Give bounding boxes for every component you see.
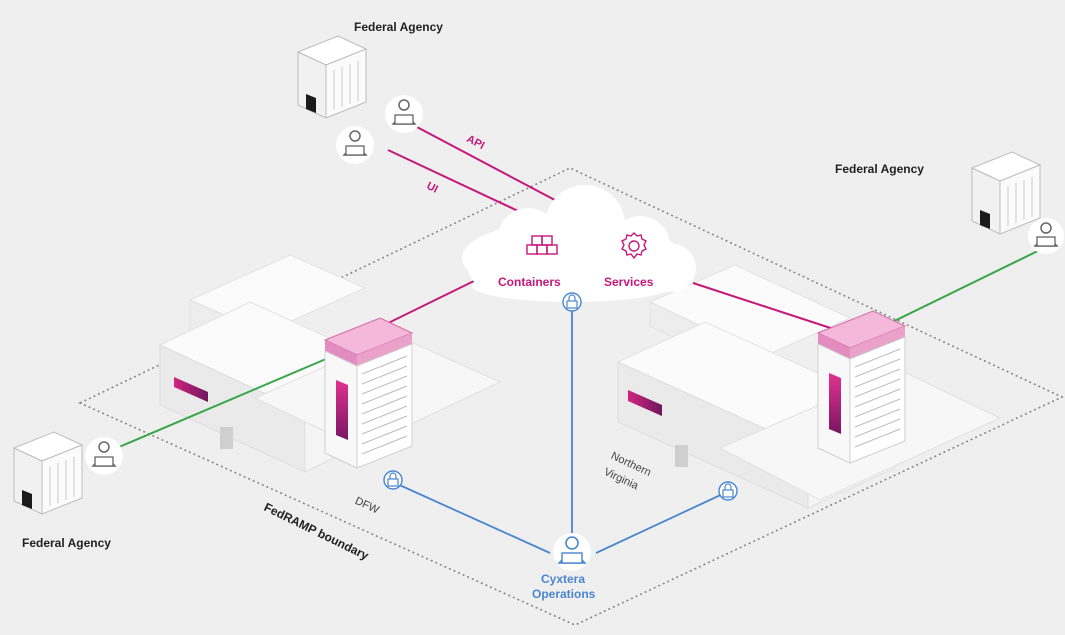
- operations-user-icon: [553, 533, 591, 571]
- api-link-line: [397, 116, 571, 209]
- left-agency-user-icon: [85, 437, 123, 475]
- right-agency-building-icon: [970, 151, 1042, 235]
- top-agency-label: Federal Agency: [354, 20, 443, 34]
- left-agency-label: Federal Agency: [22, 536, 111, 550]
- dfw-building-pink-panel: [174, 377, 208, 402]
- top-agency-building-icon: [296, 35, 368, 119]
- cloud-shape: [462, 185, 696, 302]
- containers-icon: [526, 235, 558, 255]
- cloud-to-dfw-rack-line: [373, 279, 477, 331]
- services-label: Services: [604, 275, 654, 289]
- dfw-lock-icon: [383, 470, 403, 490]
- left-agency-green-link: [111, 352, 341, 451]
- nova-building: [616, 264, 1002, 509]
- left-agency-building-icon: [12, 431, 84, 515]
- operations-label-line1: Cyxtera: [541, 572, 586, 586]
- nova-lock-icon: [718, 481, 738, 501]
- top-agency-user-icon-b: [336, 126, 374, 164]
- nova-building-pink-panel: [628, 390, 662, 416]
- ops-to-dfw-line: [394, 482, 551, 554]
- dfw-server-rack: [323, 317, 414, 469]
- services-gear-icon: [621, 232, 647, 260]
- right-agency-user-icon: [1028, 218, 1064, 254]
- containers-label: Containers: [498, 275, 561, 289]
- right-agency-label: Federal Agency: [835, 162, 924, 176]
- right-agency-green-link: [875, 244, 1051, 331]
- ops-to-nova-line: [595, 491, 728, 554]
- cloud-lock-icon: [562, 292, 582, 312]
- fedramp-boundary-outline: [78, 167, 1064, 626]
- operations-label-line2: Operations: [532, 587, 596, 601]
- nova-server-rack: [816, 310, 907, 464]
- top-agency-user-icon-a: [385, 95, 423, 133]
